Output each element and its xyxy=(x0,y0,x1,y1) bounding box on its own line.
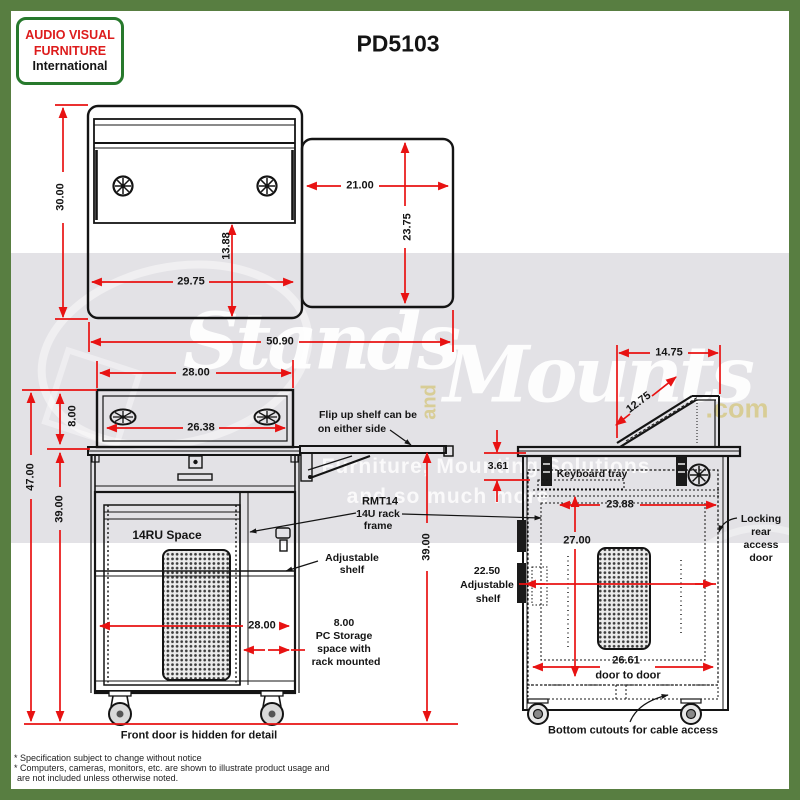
model-number-title: PD5103 xyxy=(356,30,440,57)
dim-shelf-depth: 23.75 xyxy=(401,213,414,241)
front-view-caption: Front door is hidden for detail xyxy=(120,729,278,742)
dim-surface-setback: 13.88 xyxy=(220,232,233,260)
adjustable-shelf-line1: Adjustable xyxy=(325,551,379,564)
logo-line-2: FURNITURE xyxy=(33,43,107,58)
adjustable-shelf-line2: shelf xyxy=(339,563,365,576)
callout-leaders xyxy=(249,429,738,723)
logo-line-1: AUDIO VISUAL xyxy=(25,28,115,43)
locking-door-line1: Locking xyxy=(740,512,782,525)
dim-hood-height: 8.00 xyxy=(66,405,79,427)
keyboard-tray-label: Keyboard tray xyxy=(556,467,628,480)
dim-side-top-depth: 14.75 xyxy=(655,346,683,359)
dim-front-top-width: 28.00 xyxy=(182,366,210,379)
dim-surface-width: 29.75 xyxy=(177,275,205,288)
top-view-dimensions xyxy=(55,104,454,352)
rack-model-label: RMT14 xyxy=(361,495,399,508)
locking-door-line4: door xyxy=(749,551,773,564)
rack-space-label: 14RU Space xyxy=(132,528,202,542)
front-view-dimensions xyxy=(22,360,458,725)
company-logo: AUDIO VISUAL FURNITURE International xyxy=(16,17,124,85)
watermark-script-mounts: Mounts xyxy=(443,329,755,421)
rack-frame-line2: 14U rack xyxy=(356,507,400,520)
footnote-line-1: * Specification subject to change withou… xyxy=(14,753,202,763)
dim-overall-height: 47.00 xyxy=(24,463,37,491)
side-shelf-line2: shelf xyxy=(475,592,501,605)
top-view-drawing xyxy=(86,104,455,320)
pc-storage-line1: PC Storage xyxy=(315,629,373,642)
logo-line-3: International xyxy=(32,59,108,74)
footnote-line-2: * Computers, cameras, monitors, etc. are… xyxy=(14,762,330,773)
dim-rack-height: 39.00 xyxy=(420,533,433,561)
flip-shelf-note-line2: on either side xyxy=(317,422,387,435)
side-view-caption: Bottom cutouts for cable access xyxy=(548,724,718,737)
dim-door-width: 26.61 xyxy=(612,654,640,667)
flip-shelf-note-line1: Flip up shelf can be xyxy=(318,408,418,421)
door-to-door-label: door to door xyxy=(595,669,661,682)
watermark-tagline-1: Furniture, Mounting Solutions xyxy=(321,455,651,478)
dim-side-shelf-depth: 22.50 xyxy=(473,564,501,577)
dim-top-depth: 30.00 xyxy=(54,183,67,211)
locking-door-line3: access xyxy=(743,538,779,551)
rack-frame-line3: frame xyxy=(363,519,393,532)
pc-storage-line2: space with xyxy=(317,642,371,655)
side-view-dimensions xyxy=(484,345,721,678)
footnote-line-3: are not included unless otherwise noted. xyxy=(17,772,179,783)
dim-overall-width: 50.90 xyxy=(266,335,294,348)
dim-interior-height: 27.00 xyxy=(563,534,591,547)
dim-worksurface-height: 39.00 xyxy=(53,495,66,523)
side-view-drawing xyxy=(516,395,742,725)
front-view-drawing xyxy=(87,388,454,726)
dim-tray-drop: 3.61 xyxy=(487,459,509,472)
dim-interior-width: 28.00 xyxy=(248,619,276,632)
pc-storage-line3: rack mounted xyxy=(311,655,381,668)
footnotes: * Specification subject to change withou… xyxy=(14,753,330,783)
watermark-com: .com xyxy=(705,393,769,424)
pc-storage-dim: 8.00 xyxy=(333,616,355,629)
dim-interior-depth: 23.88 xyxy=(606,498,634,511)
watermark-band xyxy=(11,253,789,543)
dim-hood-opening: 26.38 xyxy=(187,421,215,434)
side-shelf-line1: Adjustable xyxy=(460,578,514,591)
dim-shelf-width: 21.00 xyxy=(346,179,374,192)
locking-door-line2: rear xyxy=(751,525,771,538)
